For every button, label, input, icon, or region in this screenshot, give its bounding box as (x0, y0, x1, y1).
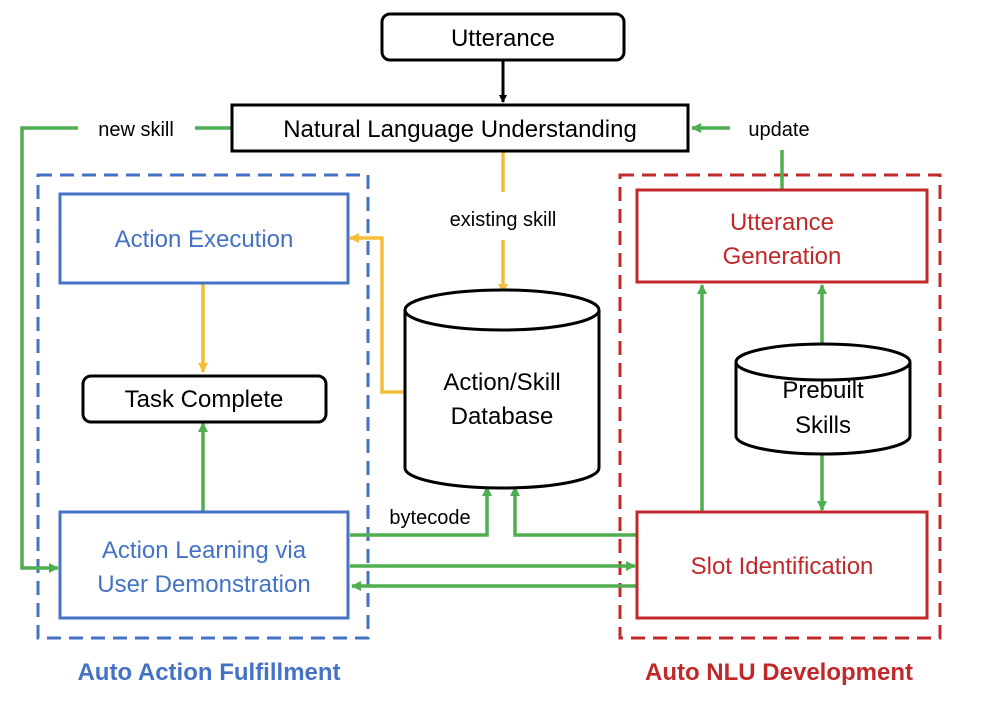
bytecode-label: bytecode (389, 507, 470, 529)
existing-skill-label: existing skill (450, 209, 557, 231)
utterance-generation-label-line2: Generation (723, 243, 842, 270)
utterance-generation-node (635, 188, 929, 284)
edge-new-skill-loop (20, 126, 78, 573)
slot-identification-label: Slot Identification (691, 553, 874, 580)
auto-action-group-border (36, 173, 370, 640)
edge-database-to-execution (349, 233, 405, 394)
action-learning-label-line2: User Demonstration (97, 571, 310, 598)
update-label: update (748, 119, 809, 141)
database-node (403, 288, 601, 490)
auto-nlu-group-title: Auto NLU Development (645, 659, 913, 686)
action-learning-label-line1: Action Learning via (102, 537, 307, 564)
prebuilt-skills-label-line2: Skills (795, 412, 851, 439)
nlu-node (230, 103, 690, 153)
action-execution-node (58, 192, 350, 285)
edge-slot-to-database (510, 486, 637, 537)
edge-bytecode (350, 486, 492, 537)
prebuilt-skills-label-line1: Prebuilt (782, 377, 864, 404)
task-complete-label: Task Complete (125, 386, 284, 413)
slot-identification-node (635, 510, 929, 620)
database-label-line1: Action/Skill (443, 369, 560, 396)
nlu-label: Natural Language Understanding (283, 116, 637, 143)
action-execution-label: Action Execution (115, 226, 294, 253)
new-skill-label: new skill (98, 119, 174, 141)
auto-nlu-group-border (618, 173, 942, 640)
task-complete-node (81, 374, 328, 424)
utterance-label: Utterance (451, 25, 555, 52)
action-learning-node (58, 510, 350, 620)
auto-action-group-title: Auto Action Fulfillment (77, 659, 340, 686)
database-label-line2: Database (451, 403, 554, 430)
utterance-node (380, 12, 626, 62)
utterance-generation-label-line1: Utterance (730, 209, 834, 236)
prebuilt-skills-node (734, 342, 912, 456)
